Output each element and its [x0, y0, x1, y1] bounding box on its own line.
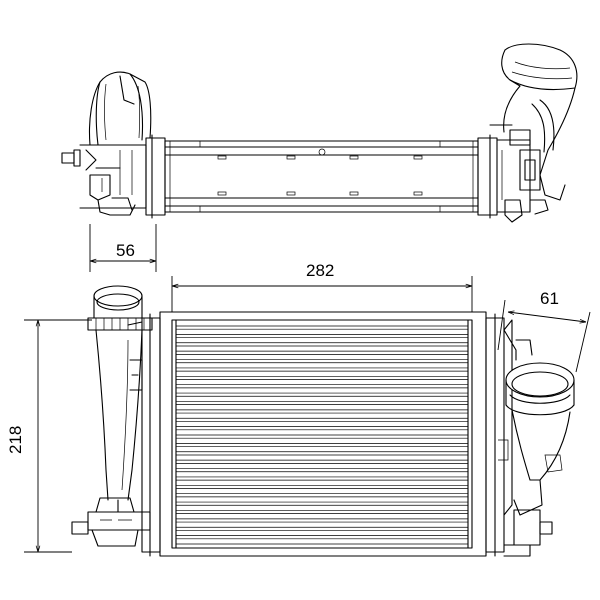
dimension-core-width: 282 [171, 261, 473, 312]
dimension-outlet-width-label: 61 [540, 289, 559, 308]
front-view-inlet [71, 285, 161, 557]
dimension-height: 218 [6, 319, 92, 553]
front-view-core [159, 311, 487, 557]
top-view-left-tank [61, 71, 166, 219]
dimension-inlet-width: 56 [89, 224, 157, 272]
top-view: 56 [61, 43, 578, 272]
core-fins [176, 325, 468, 545]
front-view: 282 61 218 [6, 261, 591, 557]
dimension-core-width-label: 282 [306, 261, 334, 280]
top-view-right-tank [477, 43, 578, 223]
dimension-height-label: 218 [6, 426, 25, 454]
front-view-outlet [485, 313, 575, 557]
dimension-inlet-width-label: 56 [116, 241, 135, 260]
top-view-core [164, 140, 479, 213]
dimension-outlet-width: 61 [497, 289, 591, 373]
